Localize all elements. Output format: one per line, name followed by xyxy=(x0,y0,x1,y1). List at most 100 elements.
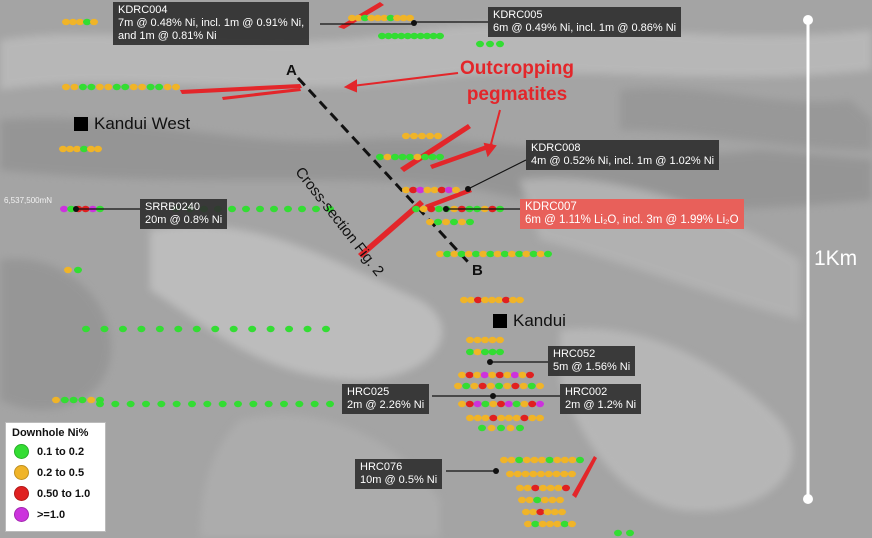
scale-bar-end xyxy=(803,494,813,504)
drill-sample-dot xyxy=(550,508,559,516)
drill-sample-dot xyxy=(576,456,584,464)
callout-hrc076[interactable]: HRC076 10m @ 0.5% Ni xyxy=(355,459,443,489)
drill-sample-dot xyxy=(488,296,496,304)
drill-sample-dot xyxy=(59,145,67,153)
drill-sample-dot xyxy=(500,250,509,258)
hole-id: SRRB0240 xyxy=(145,201,201,213)
section-point-b: B xyxy=(472,262,483,279)
drill-sample-dot xyxy=(529,250,538,258)
drill-sample-dot xyxy=(536,508,545,516)
drill-sample-dot xyxy=(466,218,474,226)
drill-sample-dot xyxy=(510,371,519,379)
intercept-text: 2m @ 1.2% Ni xyxy=(565,399,637,411)
drill-sample-dot xyxy=(155,325,164,333)
drill-sample-dot xyxy=(74,266,82,274)
drill-sample-dot xyxy=(266,325,275,333)
drill-sample-dot xyxy=(218,400,227,408)
callout-kdrc004[interactable]: KDRC004 7m @ 0.48% Ni, incl. 1m @ 0.91% … xyxy=(113,2,310,45)
drill-sample-dot xyxy=(493,250,502,258)
drill-sample-dot xyxy=(518,371,527,379)
legend: Downhole Ni% 0.1 to 0.2 0.2 to 0.5 0.50 … xyxy=(5,422,106,532)
drill-sample-dot xyxy=(466,336,474,344)
drill-sample-dot xyxy=(137,325,146,333)
drill-sample-dot xyxy=(393,14,402,22)
drill-sample-dot xyxy=(121,83,130,91)
drill-sample-dot xyxy=(520,414,529,422)
callout-kdrc008[interactable]: KDRC008 4m @ 0.52% Ni, incl. 1m @ 1.02% … xyxy=(526,140,720,170)
drill-sample-dot xyxy=(428,153,437,161)
intercept-text: 6m @ 1.11% Li₂O, incl. 3m @ 1.99% Li₂O xyxy=(525,214,739,226)
drill-sample-dot xyxy=(614,529,622,537)
drill-sample-dot xyxy=(480,371,489,379)
drill-sample-dot xyxy=(406,14,414,22)
drill-sample-dot xyxy=(90,18,98,26)
callout-srrb0240[interactable]: SRRB0240 20m @ 0.8% Ni xyxy=(140,199,228,229)
drill-sample-dot xyxy=(146,83,155,91)
drill-sample-dot xyxy=(525,496,534,504)
legend-item: 0.2 to 0.5 xyxy=(6,462,105,483)
drill-sample-dot xyxy=(519,382,528,390)
drill-sample-dot xyxy=(524,520,532,528)
outcrop-arrows xyxy=(343,72,501,158)
drill-sample-dot xyxy=(503,382,512,390)
callout-kdrc005[interactable]: KDRC005 6m @ 0.49% Ni, incl. 1m @ 0.86% … xyxy=(488,7,682,37)
drill-sample-dot xyxy=(543,508,552,516)
legend-label: 0.50 to 1.0 xyxy=(37,487,91,500)
drill-sample-dot xyxy=(62,83,70,91)
drill-sample-dot xyxy=(458,218,466,226)
drill-sample-dot xyxy=(509,296,517,304)
drill-sample-dot xyxy=(518,496,526,504)
drill-sample-dot xyxy=(548,496,557,504)
drill-sample-dot xyxy=(457,250,466,258)
callout-hrc002[interactable]: HRC002 2m @ 1.2% Ni xyxy=(560,384,642,414)
drill-sample-dot xyxy=(436,250,444,258)
drill-sample-dot xyxy=(465,400,474,408)
drill-sample-dot xyxy=(284,205,292,213)
place-kandui-west: Kandui West xyxy=(74,114,190,134)
drill-sample-dot xyxy=(516,424,524,432)
legend-label: >=1.0 xyxy=(37,508,66,521)
drill-sample-dot xyxy=(462,382,471,390)
drill-sample-dot xyxy=(157,400,166,408)
drill-sample-dot xyxy=(76,18,84,26)
drill-sample-dot xyxy=(228,205,236,213)
intercept-text: 5m @ 1.56% Ni xyxy=(553,361,631,373)
scale-label: 1Km xyxy=(814,247,858,270)
drill-sample-dot xyxy=(412,205,420,213)
drill-sample-dot xyxy=(529,470,538,478)
drill-sample-dot xyxy=(104,83,113,91)
drill-sample-dot xyxy=(211,325,220,333)
drill-sample-dot xyxy=(423,186,432,194)
drill-sample-dot xyxy=(280,400,288,408)
drill-sample-dot xyxy=(478,424,486,432)
legend-label: 0.1 to 0.2 xyxy=(37,445,85,458)
callout-leaders xyxy=(76,21,560,472)
drill-sample-dot xyxy=(94,145,102,153)
drill-sample-dot xyxy=(434,218,442,226)
drill-sample-dot xyxy=(264,400,273,408)
drill-sample-dot xyxy=(444,186,453,194)
drill-sample-dot xyxy=(373,14,382,22)
drill-sample-dot xyxy=(96,400,104,408)
drill-sample-dot xyxy=(326,400,334,408)
drill-sample-dot xyxy=(450,250,459,258)
callout-hrc025[interactable]: HRC025 2m @ 2.26% Ni xyxy=(342,384,430,414)
drill-sample-dot xyxy=(83,18,91,26)
northing-label: 6,537,500mN xyxy=(4,196,53,205)
legend-swatch xyxy=(14,486,29,501)
drill-sample-dot xyxy=(67,205,76,213)
drill-sample-dot xyxy=(398,153,407,161)
drill-sample-dot xyxy=(410,32,419,40)
drill-sample-dot xyxy=(530,456,539,464)
callout-kdrc007[interactable]: KDRC007 6m @ 1.11% Li₂O, incl. 3m @ 1.99… xyxy=(520,199,744,229)
drill-sample-dot xyxy=(554,484,563,492)
drill-sample-dot xyxy=(560,470,569,478)
drill-sample-dot xyxy=(413,153,422,161)
legend-swatch xyxy=(14,507,29,522)
drill-sample-dot xyxy=(568,520,576,528)
drill-sample-dot xyxy=(546,484,555,492)
drill-sample-dot xyxy=(473,371,482,379)
callout-hrc052[interactable]: HRC052 5m @ 1.56% Ni xyxy=(548,346,636,376)
drill-sample-dot xyxy=(537,470,545,478)
